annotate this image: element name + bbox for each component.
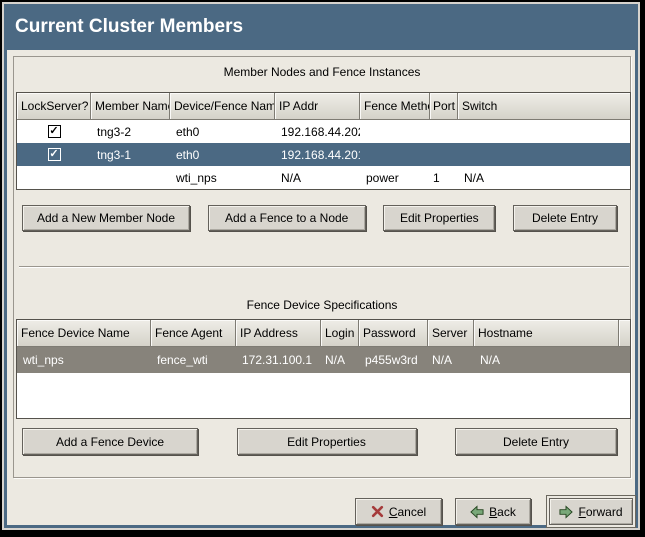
- column-header-ip-address[interactable]: IP Address: [236, 320, 321, 347]
- column-header-fence-agent[interactable]: Fence Agent: [151, 320, 236, 347]
- cell-switch: N/A: [464, 170, 485, 185]
- section-separator: [19, 266, 629, 268]
- members-table-caption: Member Nodes and Fence Instances: [223, 65, 421, 79]
- cell-member-name: tng3-1: [97, 147, 132, 162]
- column-header-hostname[interactable]: Hostname: [474, 320, 619, 347]
- member-row-tng3-1-selected[interactable]: ✓ tng3-1 eth0 192.168.44.201: [17, 143, 630, 166]
- forward-button[interactable]: Forward: [549, 498, 633, 525]
- member-nodes-table: LockServer? Member Name Device/Fence Nam…: [16, 92, 631, 190]
- edit-fence-properties-button[interactable]: Edit Properties: [236, 428, 417, 455]
- fence-table-caption: Fence Device Specifications: [246, 298, 398, 312]
- page-title: Current Cluster Members: [15, 16, 244, 37]
- cell-fence-device-name: wti_nps: [23, 353, 64, 367]
- cell-device-fence-name: wti_nps: [176, 170, 217, 185]
- titlebar: Current Cluster Members: [4, 4, 638, 50]
- column-header-member-name[interactable]: Member Name: [91, 93, 170, 120]
- window-inner-frame: Current Cluster Members Member Nodes and…: [4, 4, 638, 528]
- column-header-fence-device-name[interactable]: Fence Device Name: [17, 320, 151, 347]
- cancel-x-icon: [371, 505, 384, 518]
- window-frame: Current Cluster Members Member Nodes and…: [2, 2, 640, 530]
- checkmark-icon: ✓: [49, 148, 59, 160]
- cell-fence-agent: fence_wti: [157, 353, 208, 367]
- column-header-ip-addr[interactable]: IP Addr: [275, 93, 360, 120]
- cell-ip-address: 172.31.100.1: [242, 353, 313, 367]
- column-header-switch[interactable]: Switch: [458, 93, 630, 120]
- add-fence-to-node-button[interactable]: Add a Fence to a Node: [207, 205, 366, 231]
- column-header-login[interactable]: Login: [321, 320, 359, 347]
- cell-port: 1: [433, 170, 440, 185]
- column-header-port[interactable]: Port: [430, 93, 458, 120]
- fence-table-header-row: Fence Device Name Fence Agent IP Address…: [17, 320, 630, 347]
- member-table-header-row: LockServer? Member Name Device/Fence Nam…: [17, 93, 630, 120]
- lockserver-checkbox[interactable]: ✓: [47, 148, 61, 161]
- cancel-button[interactable]: Cancel: [355, 498, 442, 525]
- fence-device-row-wti-nps-selected[interactable]: wti_nps fence_wti 172.31.100.1 N/A p455w…: [17, 347, 630, 373]
- forward-arrow-icon: [559, 504, 574, 519]
- lockserver-checkbox[interactable]: ✓: [47, 125, 61, 138]
- column-header-password[interactable]: Password: [359, 320, 428, 347]
- cell-member-name: tng3-2: [97, 124, 132, 139]
- cell-ip-addr: N/A: [281, 170, 302, 185]
- cancel-label: Cancel: [388, 504, 427, 519]
- cell-hostname: N/A: [480, 353, 501, 367]
- cell-device-fence-name: eth0: [176, 147, 200, 162]
- member-row-wti-nps-fence[interactable]: wti_nps N/A power 1 N/A: [17, 166, 630, 189]
- back-arrow-icon: [470, 504, 484, 519]
- cell-login: N/A: [325, 353, 346, 367]
- cell-device-fence-name: eth0: [176, 124, 200, 139]
- back-button[interactable]: Back: [455, 498, 531, 525]
- delete-member-entry-button[interactable]: Delete Entry: [512, 205, 617, 231]
- forward-label: Forward: [578, 504, 623, 519]
- cell-server: N/A: [432, 353, 453, 367]
- fence-buttons-row: Add a Fence Device Edit Properties Delet…: [22, 428, 617, 455]
- edit-member-properties-button[interactable]: Edit Properties: [383, 205, 496, 231]
- cell-ip-addr: 192.168.44.201: [281, 147, 360, 162]
- column-header-filler: [619, 320, 630, 347]
- cell-fence-method: power: [366, 170, 399, 185]
- checkmark-icon: ✓: [49, 125, 59, 137]
- column-header-device-fence-name[interactable]: Device/Fence Name: [170, 93, 275, 120]
- fence-devices-table: Fence Device Name Fence Agent IP Address…: [16, 319, 631, 419]
- content-area: Member Nodes and Fence Instances LockSer…: [7, 50, 635, 525]
- delete-fence-entry-button[interactable]: Delete Entry: [455, 428, 617, 455]
- member-row-tng3-2[interactable]: ✓ tng3-2 eth0 192.168.44.202: [17, 120, 630, 143]
- back-label: Back: [489, 504, 516, 519]
- add-member-node-button[interactable]: Add a New Member Node: [22, 205, 190, 231]
- cell-ip-addr: 192.168.44.202: [281, 124, 360, 139]
- cell-password: p455w3rd: [365, 353, 418, 367]
- content-panel-border: [13, 56, 631, 478]
- add-fence-device-button[interactable]: Add a Fence Device: [22, 428, 198, 455]
- member-buttons-row: Add a New Member Node Add a Fence to a N…: [22, 205, 617, 231]
- column-header-lockserver[interactable]: LockServer?: [17, 93, 91, 120]
- column-header-server[interactable]: Server: [428, 320, 474, 347]
- column-header-fence-method[interactable]: Fence Method: [360, 93, 430, 120]
